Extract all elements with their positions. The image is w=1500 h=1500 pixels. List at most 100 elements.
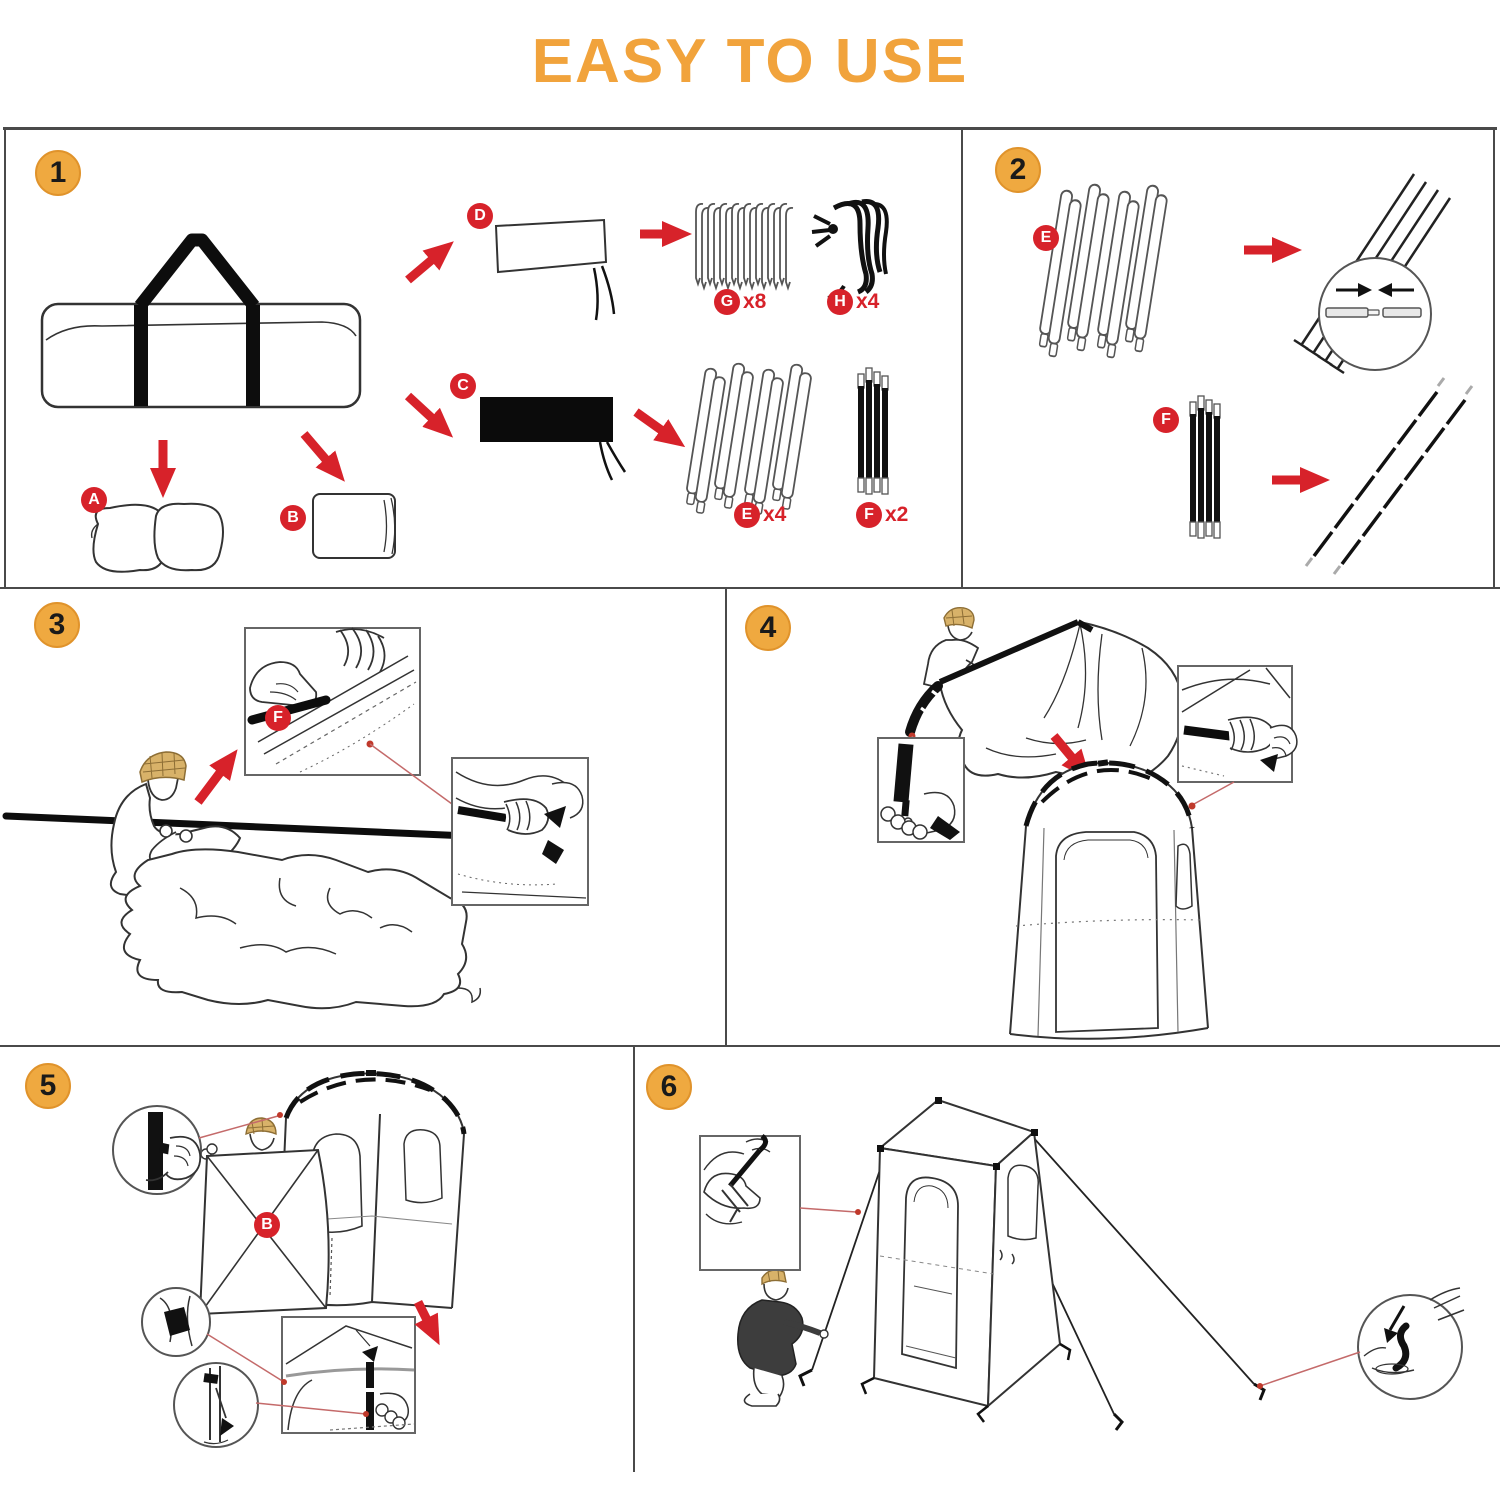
connector-line bbox=[369, 743, 453, 805]
arrow-to-inset bbox=[413, 1299, 440, 1346]
grid-line-mid1 bbox=[0, 587, 1500, 589]
part-b-folded bbox=[312, 493, 396, 559]
poles-f-folded bbox=[1189, 395, 1221, 539]
sleeve-threading-inset bbox=[244, 627, 421, 776]
grid-divider-row3 bbox=[633, 1045, 635, 1472]
arrow-c-to-poles bbox=[633, 408, 686, 448]
grid-divider-row1 bbox=[961, 127, 963, 589]
step3-illustration bbox=[2, 627, 589, 1010]
connector-line2 bbox=[1193, 781, 1235, 805]
part-letter: F bbox=[856, 502, 882, 528]
grid-line-right bbox=[1493, 127, 1495, 589]
part-qty: x2 bbox=[885, 503, 909, 526]
part-letter: B bbox=[280, 505, 306, 531]
ropes-h bbox=[811, 199, 889, 300]
tent bbox=[860, 1097, 1072, 1423]
grid-line-mid2 bbox=[0, 1045, 1500, 1047]
crouching-person bbox=[737, 1269, 829, 1407]
arrow-to-sleeve-detail bbox=[194, 749, 238, 805]
connector-dot1 bbox=[277, 1112, 283, 1118]
pole-grip-inset bbox=[877, 737, 965, 843]
step5-illustration bbox=[112, 1070, 467, 1448]
step-number: 2 bbox=[1009, 153, 1027, 186]
step-badge-5: 5 bbox=[25, 1063, 71, 1109]
connector-line1 bbox=[799, 1207, 857, 1213]
part-letter: F bbox=[265, 705, 291, 731]
carry-bag bbox=[40, 233, 362, 409]
connector-line2 bbox=[1259, 1351, 1361, 1387]
stakes-g bbox=[695, 202, 794, 289]
step4-illustration bbox=[877, 607, 1298, 1040]
grid-divider-row2 bbox=[725, 587, 727, 1047]
connector-dot2 bbox=[1257, 1383, 1263, 1389]
part-qty: x4 bbox=[763, 503, 787, 526]
step-badge-4: 4 bbox=[745, 605, 791, 651]
part-label-f3: F bbox=[265, 705, 291, 731]
poles-f-bundle bbox=[857, 367, 889, 495]
part-label-c: C bbox=[450, 373, 476, 399]
part-qty: x8 bbox=[743, 290, 767, 313]
step-badge-2: 2 bbox=[995, 147, 1041, 193]
patch-circle-inset bbox=[141, 1287, 211, 1357]
step-number: 6 bbox=[660, 1070, 678, 1103]
arrow-to-d bbox=[405, 241, 454, 284]
step-number: 4 bbox=[759, 611, 777, 644]
connector-dot2 bbox=[1188, 802, 1196, 810]
part-label-b5: B bbox=[254, 1212, 280, 1238]
part-letter: D bbox=[467, 203, 493, 229]
grid-line-left bbox=[4, 127, 6, 589]
corner-boot-inset bbox=[1177, 665, 1298, 783]
rope-tying-inset bbox=[699, 1134, 801, 1271]
step-badge-1: 1 bbox=[35, 150, 81, 196]
strap-circle-inset bbox=[173, 1362, 259, 1448]
part-label-d: D bbox=[467, 203, 493, 229]
page-title: EASY TO USE bbox=[531, 27, 969, 96]
grid-line-top bbox=[3, 127, 1497, 130]
pole-tip-inset bbox=[451, 757, 589, 906]
arrow-to-c bbox=[404, 392, 454, 438]
part-label-e-count: E x4 bbox=[734, 502, 786, 528]
arrow-to-b bbox=[300, 431, 345, 482]
part-label-h-count: H x4 bbox=[827, 289, 879, 315]
connector-line2 bbox=[206, 1333, 285, 1383]
step6-illustration bbox=[699, 1097, 1465, 1431]
part-a-bundle bbox=[90, 502, 224, 573]
step-number: 3 bbox=[48, 608, 66, 641]
step-badge-6: 6 bbox=[646, 1064, 692, 1110]
connector-dot2 bbox=[281, 1379, 287, 1385]
part-letter: E bbox=[1033, 225, 1059, 251]
part-d-stake-bag bbox=[494, 218, 616, 321]
connector-dot1 bbox=[855, 1209, 861, 1215]
step1-illustration bbox=[40, 199, 889, 573]
step-badge-3: 3 bbox=[34, 602, 80, 648]
person-lifting-canopy bbox=[922, 607, 987, 694]
connector-line1 bbox=[198, 1115, 279, 1139]
part-letter: B bbox=[254, 1212, 280, 1238]
poles-f-assembled bbox=[1304, 377, 1474, 575]
part-letter: F bbox=[1153, 407, 1179, 433]
part-letter: G bbox=[714, 289, 740, 315]
poles-e-folded bbox=[1035, 182, 1170, 359]
part-c-pole-bag bbox=[480, 397, 627, 481]
part-label-a: A bbox=[81, 487, 107, 513]
poles-e-bundle bbox=[682, 362, 814, 516]
part-label-g-count: G x8 bbox=[714, 289, 766, 315]
part-letter: E bbox=[734, 502, 760, 528]
tent-fabric-pile bbox=[120, 848, 482, 1010]
step-number: 5 bbox=[39, 1069, 57, 1102]
part-letter: C bbox=[450, 373, 476, 399]
pole-grip-circle-inset bbox=[112, 1105, 202, 1195]
pole-joint-detail-circle bbox=[1318, 257, 1432, 371]
part-label-f-count: F x2 bbox=[856, 502, 908, 528]
part-label-b: B bbox=[280, 505, 306, 531]
part-label-f2: F bbox=[1153, 407, 1179, 433]
part-letter: H bbox=[827, 289, 853, 315]
connector-dot3 bbox=[363, 1411, 369, 1417]
arrow-to-tent bbox=[1050, 733, 1091, 780]
part-label-e2: E bbox=[1033, 225, 1059, 251]
stake-circle-inset bbox=[1357, 1287, 1465, 1400]
connector-line3 bbox=[255, 1402, 367, 1415]
step2-illustration bbox=[1035, 173, 1474, 575]
part-qty: x4 bbox=[856, 290, 880, 313]
